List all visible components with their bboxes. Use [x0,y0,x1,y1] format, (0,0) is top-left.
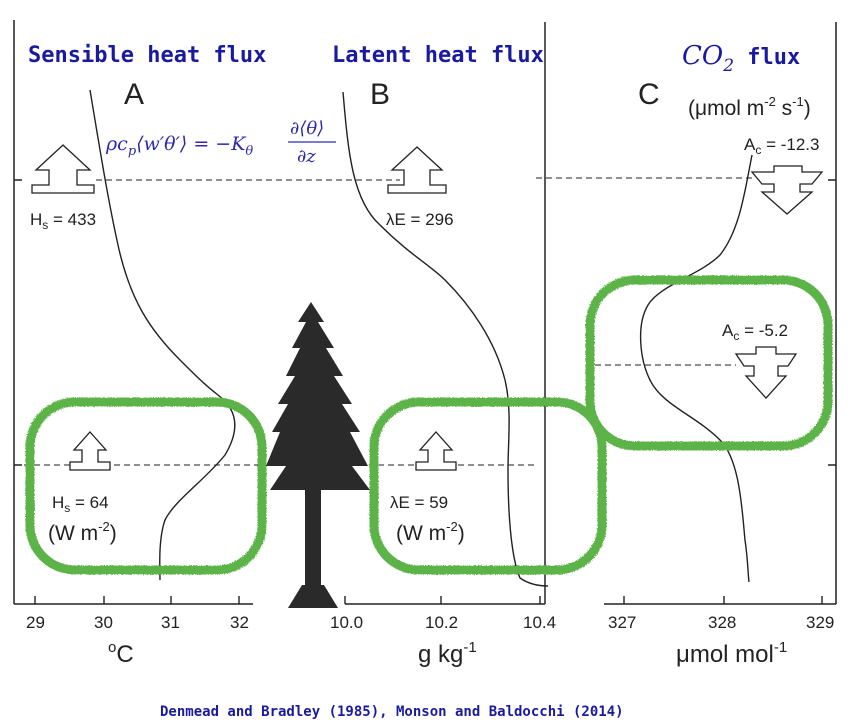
citation-credit: Denmead and Bradley (1985), Monson and B… [160,704,624,720]
highlight-box-c [585,275,833,451]
units-co2-base: (μmol m [688,97,764,120]
highlight-boxes [25,275,833,575]
up-arrow-icon-le-top [387,146,447,194]
label-hs-433: Hs = 433 [30,210,96,232]
tick-label-c-327: 327 [608,613,636,632]
axis-label-b-exp: -1 [463,639,476,656]
highlight-box-b [369,397,607,575]
units-w-m2-a-exp: -2 [98,519,110,534]
units-w-m2-a-base: (W m [48,522,98,545]
panel-label-b: B [370,78,390,111]
label-hs-64-symbol: H [52,493,64,512]
panel-label-c: C [638,78,660,111]
axis-label-c-exp: -1 [774,639,787,656]
svg-text:ρcp⟨w′θ′⟩ = −Kθ: ρcp⟨w′θ′⟩ = −Kθ [105,133,253,159]
tree-icon [266,302,370,608]
equation-lhs: ρc [105,133,128,155]
tick-label-a-32: 32 [230,613,249,632]
up-arrow-icon-hs-top [31,144,95,194]
panel-label-a: A [124,78,144,111]
units-w-m2-b-base: (W m [396,522,446,545]
equation-denominator: ∂z [297,146,316,167]
tick-label-c-328: 328 [708,613,736,632]
axis-label-a-unit: C [116,641,133,668]
axis-frame-a [13,20,253,605]
axis-label-c: μmol mol-1 [676,639,787,668]
label-le-59: λE = 59 [390,493,448,512]
title-co2-flux: CO2 flux [682,41,800,76]
tick-label-a-30: 30 [94,613,113,632]
label-ac-12-3-symbol: A [744,135,756,154]
units-w-m2-b-exp: -2 [446,519,458,534]
label-ac-5-2-value: = -5.2 [739,321,788,340]
equation-middle: ⟨w′θ′⟩ = −K [136,133,247,155]
tick-label-a-29: 29 [26,613,45,632]
title-latent-heat-flux: Latent heat flux [332,43,544,68]
units-w-m2-a: (W m-2) [48,519,117,545]
tick-label-b-102: 10.2 [425,613,458,632]
up-arrow-icon-le-low [415,431,457,471]
units-w-m2-a-end: ) [110,522,117,545]
down-arrow-icon-ac-low [734,346,798,399]
label-ac-12-3-subscript: c [755,143,761,157]
label-hs-64: Hs = 64 [52,493,109,515]
up-arrow-icon-hs-low [69,431,111,471]
tick-label-a-31: 31 [161,613,180,632]
label-hs-64-value: = 64 [70,493,108,512]
label-ac-5-2-subscript: c [733,329,739,343]
units-w-m2-b: (W m-2) [396,519,465,545]
axis-frame-c [604,22,837,605]
label-le-296: λE = 296 [386,210,454,229]
label-ac-5-2-symbol: A [722,321,734,340]
title-co2-subscript: 2 [722,56,734,76]
flux-gradient-equation: ρcp⟨w′θ′⟩ = −Kθ ∂⟨θ⟩ ∂z [105,118,336,167]
title-sensible-heat-flux: Sensible heat flux [28,43,266,68]
tick-label-c-329: 329 [806,613,834,632]
units-co2-flux: (μmol m-2 s-1) [688,94,811,120]
label-hs-433-value: = 433 [48,210,96,229]
equation-k-subscript: θ [245,144,253,159]
units-co2-exp2: -1 [792,94,804,109]
equation-lhs-subscript: p [128,144,137,159]
label-hs-433-subscript: s [42,218,48,232]
down-arrow-icon-ac-top [750,165,824,215]
highlight-box-a [25,397,267,575]
label-ac-12-3-value: = -12.3 [761,135,819,154]
equation-numerator: ∂⟨θ⟩ [290,118,324,139]
label-ac-12-3: Ac = -12.3 [744,135,819,157]
co2-profile-curve [639,154,753,583]
label-hs-433-symbol: H [30,210,42,229]
units-co2-mid: s [776,97,792,120]
tick-marks [34,596,823,604]
dashed-height-lines [24,177,752,466]
axis-label-b-base: g kg [418,641,463,668]
axis-label-a: oC [108,639,134,668]
title-co2-symbol: CO [682,41,723,71]
label-hs-64-subscript: s [64,501,70,515]
axis-label-c-base: μmol mol [676,641,774,668]
tick-label-b-104: 10.4 [523,613,556,632]
units-co2-end: ) [804,97,811,120]
tick-label-b-100: 10.0 [330,613,363,632]
units-co2-exp1: -2 [764,94,776,109]
title-co2-suffix: flux [734,45,800,70]
axis-label-b: g kg-1 [418,639,477,668]
temperature-profile-curve [89,89,236,581]
axis-frame-b [345,22,546,605]
label-ac-5-2: Ac = -5.2 [722,321,788,343]
units-w-m2-b-end: ) [458,522,465,545]
axis-label-a-degree: o [108,639,116,656]
